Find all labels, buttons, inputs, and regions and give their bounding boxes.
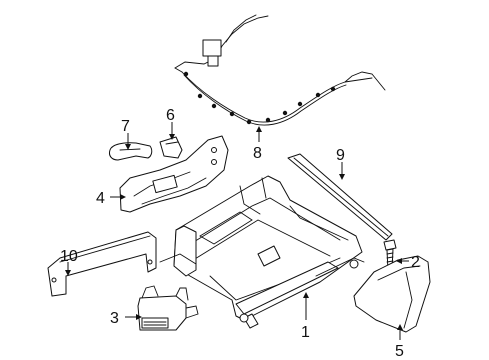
callouts: 7 6 4 8 9 10 2 3 1 5 <box>60 107 420 360</box>
callout-7: 7 <box>121 118 130 135</box>
part-6-trim-cover <box>159 136 183 159</box>
part-4-side-shield <box>119 135 229 213</box>
part-5-outer-trim <box>353 255 431 333</box>
part-3-actuator <box>137 285 199 331</box>
part-9-rail-trim <box>287 153 393 241</box>
seat-track-frame <box>159 175 365 329</box>
leader-arrowheads <box>65 126 403 330</box>
part-10-support-bracket <box>47 231 157 297</box>
callout-4: 4 <box>96 190 105 207</box>
callout-3: 3 <box>110 310 119 327</box>
callout-8: 8 <box>253 145 262 162</box>
callout-5: 5 <box>395 343 404 360</box>
callout-9: 9 <box>336 147 345 164</box>
callout-6: 6 <box>166 107 175 124</box>
part-7-handle <box>109 142 153 161</box>
callout-10: 10 <box>60 248 78 265</box>
part-8-wiring-harness <box>174 14 386 126</box>
callout-1: 1 <box>301 324 310 341</box>
callout-2: 2 <box>411 254 420 271</box>
